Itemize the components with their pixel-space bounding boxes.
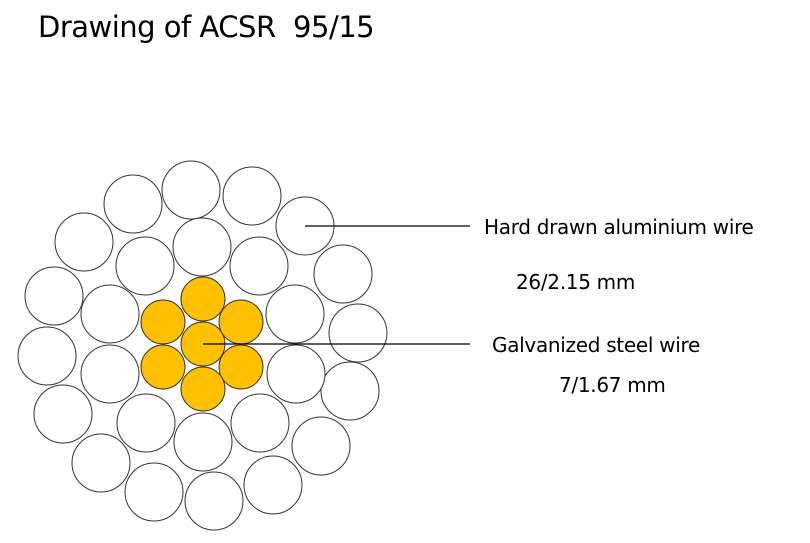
steel-strand: [140, 344, 186, 390]
steel-strand: [180, 276, 226, 322]
aluminium-strand: [103, 174, 163, 234]
steel-wire-label: Galvanized steel wire: [492, 333, 700, 357]
aluminium-strand: [116, 393, 176, 453]
aluminium-strand: [222, 166, 282, 226]
aluminium-strand: [80, 344, 140, 404]
aluminium-strand: [71, 433, 131, 493]
aluminium-strand: [313, 244, 373, 304]
aluminium-outer-ring: [17, 160, 388, 531]
diagram-title: Drawing of ACSR 95/15: [38, 10, 375, 44]
steel-strand: [180, 366, 226, 412]
steel-core: [140, 276, 264, 412]
aluminium-inner-ring: [80, 217, 326, 472]
aluminium-strand: [266, 344, 326, 404]
steel-wire-spec: 7/1.67 mm: [559, 373, 666, 397]
aluminium-strand: [184, 471, 244, 531]
aluminium-strand: [173, 412, 233, 472]
aluminium-strand: [115, 236, 175, 296]
aluminium-strand: [328, 303, 388, 363]
aluminium-strand: [291, 416, 351, 476]
aluminium-strand: [33, 384, 93, 444]
steel-strand: [218, 299, 264, 345]
aluminium-strand: [243, 455, 303, 515]
steel-strand: [140, 299, 186, 345]
aluminium-wire-spec: 26/2.15 mm: [516, 270, 636, 294]
aluminium-wire-label: Hard drawn aluminium wire: [484, 215, 754, 239]
aluminium-strand: [124, 462, 184, 522]
aluminium-strand: [320, 361, 380, 421]
aluminium-strand: [54, 212, 114, 272]
aluminium-strand: [161, 160, 221, 220]
aluminium-strand: [265, 284, 325, 344]
aluminium-strand: [229, 236, 289, 296]
steel-strand: [218, 344, 264, 390]
leader-lines: [203, 225, 470, 345]
aluminium-strand: [172, 217, 232, 277]
aluminium-strand: [80, 284, 140, 344]
aluminium-strand: [24, 266, 84, 326]
aluminium-strand: [17, 326, 77, 386]
aluminium-strand: [230, 393, 290, 453]
